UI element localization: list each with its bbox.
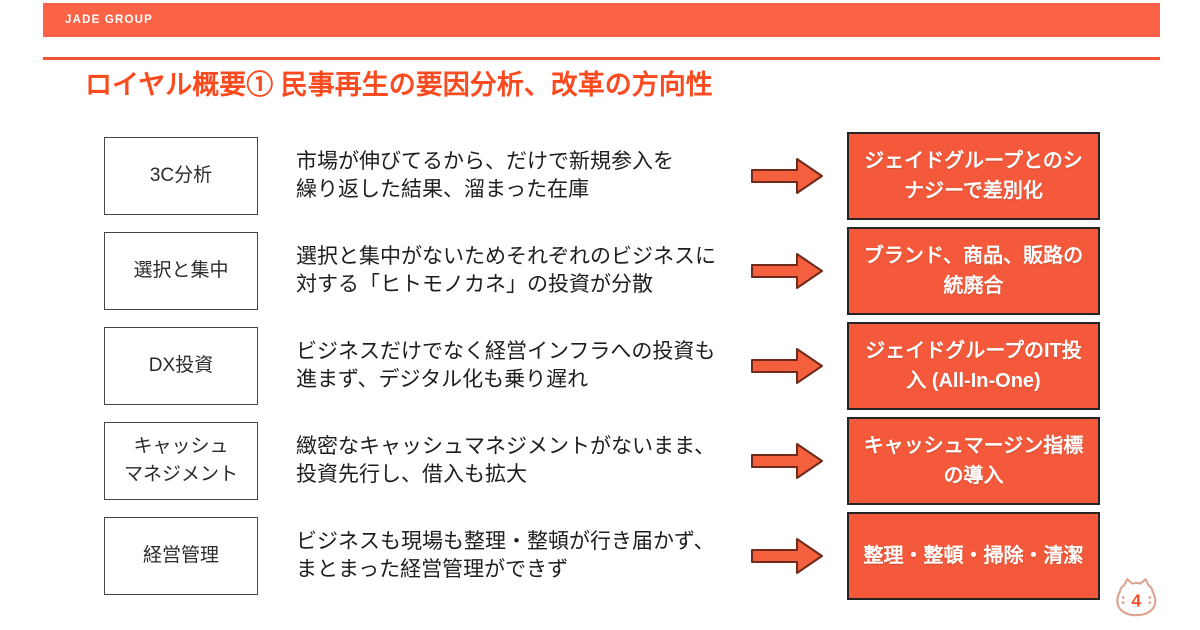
page-number: 4 <box>1131 590 1141 610</box>
header-divider <box>43 57 1160 60</box>
direction-box: 整理・整頓・掃除・清潔 <box>847 512 1100 600</box>
analysis-row: 経営管理 ビジネスも現場も整理・整頓が行き届かず、 まとまった経営管理ができず … <box>0 512 1200 600</box>
cat-icon <box>1116 578 1157 617</box>
analysis-row: キャッシュ マネジメント 緻密なキャッシュマネジメントがないまま、 投資先行し、… <box>0 417 1200 505</box>
direction-label: ブランド、商品、販路の 統廃合 <box>863 245 1084 297</box>
factor-label-box: キャッシュ マネジメント <box>104 422 258 500</box>
page-title: ロイヤル概要① 民事再生の要因分析、改革の方向性 <box>85 70 713 100</box>
factor-description: 市場が伸びてるから、だけで新規参入を 繰り返した結果、溜まった在庫 <box>296 149 674 201</box>
arrow-right-icon <box>751 538 823 574</box>
direction-box: ブランド、商品、販路の 統廃合 <box>847 227 1100 315</box>
direction-label: 整理・整頓・掃除・清潔 <box>863 545 1084 567</box>
factor-label: 選択と集中 <box>133 260 229 282</box>
arrow-right-icon <box>751 253 823 289</box>
direction-label: ジェイドグループのIT投 入 (All-In-One) <box>865 340 1082 392</box>
direction-box: キャッシュマージン指標 の導入 <box>847 417 1100 505</box>
direction-label: キャッシュマージン指標 の導入 <box>863 435 1084 487</box>
arrow-right-icon <box>751 348 823 384</box>
analysis-row: 選択と集中 選択と集中がないためそれぞれのビジネスに 対する「ヒトモノカネ」の投… <box>0 227 1200 315</box>
analysis-row: 3C分析 市場が伸びてるから、だけで新規参入を 繰り返した結果、溜まった在庫 ジ… <box>0 132 1200 220</box>
factor-label: 3C分析 <box>149 165 213 187</box>
arrow-right-icon <box>751 158 823 194</box>
factor-label-box: 経営管理 <box>104 517 258 595</box>
analysis-row: DX投資 ビジネスだけでなく経営インフラへの投資も 進まず、デジタル化も乗り遅れ… <box>0 322 1200 410</box>
factor-label-box: 3C分析 <box>104 137 258 215</box>
direction-box: ジェイドグループのIT投 入 (All-In-One) <box>847 322 1100 410</box>
factor-label: DX投資 <box>148 355 214 377</box>
factor-label: 経営管理 <box>142 545 219 567</box>
factor-description: 緻密なキャッシュマネジメントがないまま、 投資先行し、借入も拡大 <box>296 434 716 486</box>
direction-box: ジェイドグループとのシ ナジーで差別化 <box>847 132 1100 220</box>
factor-label-box: 選択と集中 <box>104 232 258 310</box>
factor-description: ビジネスだけでなく経営インフラへの投資も 進まず、デジタル化も乗り遅れ <box>296 339 716 391</box>
direction-label: ジェイドグループとのシ ナジーで差別化 <box>864 150 1083 202</box>
factor-description: 選択と集中がないためそれぞれのビジネスに 対する「ヒトモノカネ」の投資が分散 <box>296 244 716 296</box>
brand-text: JADE GROUP <box>65 14 154 26</box>
factor-label: キャッシュ マネジメント <box>123 436 238 485</box>
factor-label-box: DX投資 <box>104 327 258 405</box>
arrow-right-icon <box>751 443 823 479</box>
factor-description: ビジネスも現場も整理・整頓が行き届かず、 まとまった経営管理ができず <box>296 529 715 581</box>
top-bar: JADE GROUP <box>43 3 1160 37</box>
cat-page-badge: 4 <box>1116 578 1157 617</box>
